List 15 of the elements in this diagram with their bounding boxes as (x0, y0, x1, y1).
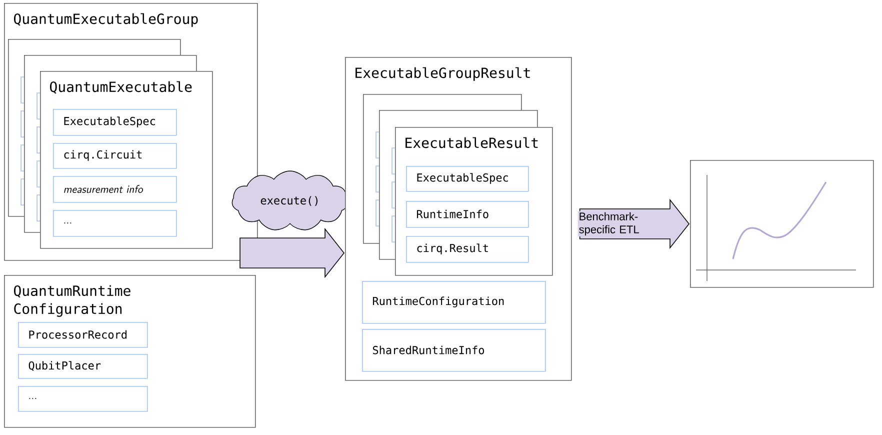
field-box: RuntimeConfiguration (362, 281, 546, 324)
block-arrow (240, 228, 345, 278)
field-box: cirq.Result (406, 236, 529, 263)
field-box: ProcessorRecord (18, 322, 148, 348)
field-box: ExecutableSpec (406, 166, 529, 192)
field-box: cirq.Circuit (53, 142, 177, 169)
line-chart-drawing (690, 160, 874, 288)
field-box: RuntimeInfo (406, 200, 529, 228)
field-box: QubitPlacer (18, 354, 148, 379)
field-box: ... (18, 386, 148, 412)
field-box: ExecutableSpec (53, 109, 177, 136)
field-box: measurement info (53, 176, 177, 203)
field-box: SharedRuntimeInfo (362, 329, 546, 372)
field-box: ... (53, 210, 177, 237)
edge-label: Benchmark-specific ETL (578, 211, 646, 237)
